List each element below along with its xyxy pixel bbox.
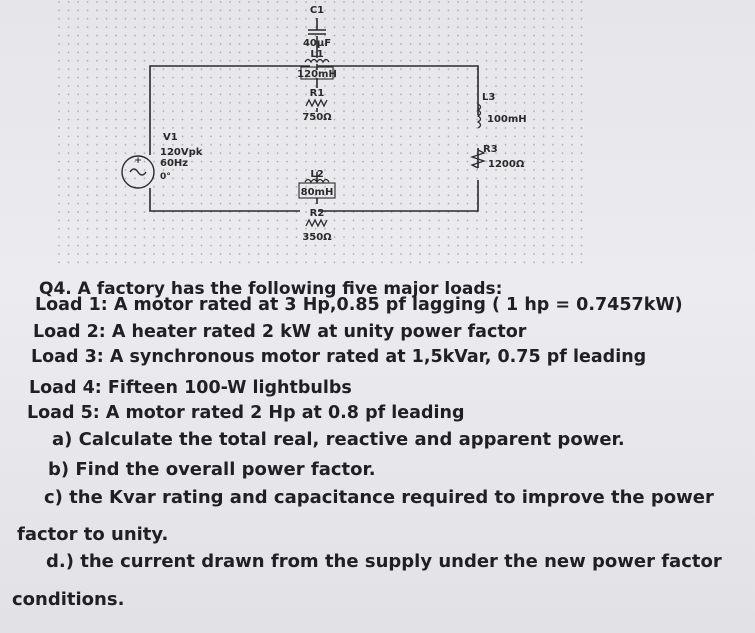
source-phase: 0° bbox=[160, 172, 171, 182]
resistor-r3-symbol bbox=[469, 149, 487, 169]
part-d-line-1: d.) the current drawn from the supply un… bbox=[46, 551, 722, 572]
capacitor-c1-symbol bbox=[308, 29, 326, 35]
l1-value: 120mH bbox=[297, 69, 337, 80]
part-a: a) Calculate the total real, reactive an… bbox=[52, 429, 625, 450]
question-heading: Q4. A factory has the following five maj… bbox=[39, 279, 503, 299]
circuit-schematic: + C1 40µF L1 120mH R1 750Ω L2 80mH R2 35… bbox=[55, 0, 590, 268]
source-frequency: 60Hz bbox=[160, 158, 188, 169]
l2-value-box bbox=[298, 182, 336, 199]
load-5: Load 5: A motor rated 2 Hp at 0.8 pf lea… bbox=[27, 403, 465, 423]
circuit-wires bbox=[149, 18, 479, 212]
r2-value: 350Ω bbox=[302, 232, 332, 243]
r3-value: 1200Ω bbox=[488, 159, 525, 170]
ac-source-symbol bbox=[121, 155, 155, 189]
resistor-r1-symbol bbox=[305, 98, 328, 108]
r2-name: R2 bbox=[310, 208, 325, 219]
resistor-r2-symbol bbox=[305, 218, 328, 228]
l1-name: L1 bbox=[310, 49, 323, 60]
source-plus-sign: + bbox=[134, 156, 142, 166]
l2-name: L2 bbox=[310, 169, 323, 180]
source-name: V1 bbox=[163, 132, 178, 143]
load-2: Load 2: A heater rated 2 kW at unity pow… bbox=[33, 322, 527, 342]
l3-name: L3 bbox=[482, 92, 495, 103]
c1-value: 40µF bbox=[303, 38, 331, 49]
part-b: b) Find the overall power factor. bbox=[48, 459, 376, 480]
l1-value-box bbox=[300, 66, 334, 80]
part-c-line-2: factor to unity. bbox=[17, 524, 169, 545]
inductor-l1-symbol bbox=[304, 58, 330, 64]
r1-value: 750Ω bbox=[302, 112, 332, 123]
c1-name: C1 bbox=[310, 5, 324, 16]
l3-value: 100mH bbox=[487, 114, 527, 125]
source-amplitude: 120Vpk bbox=[160, 147, 203, 158]
part-c-line-1: c) the Kvar rating and capacitance requi… bbox=[44, 487, 714, 508]
load-1: Load 1: A motor rated at 3 Hp,0.85 pf la… bbox=[35, 295, 683, 315]
part-d-line-2: conditions. bbox=[12, 589, 125, 610]
r1-name: R1 bbox=[310, 88, 325, 99]
load-3: Load 3: A synchronous motor rated at 1,5… bbox=[31, 347, 647, 367]
l2-value: 80mH bbox=[301, 187, 334, 198]
inductor-l2-symbol bbox=[304, 178, 330, 184]
inductor-l3-symbol bbox=[476, 103, 482, 129]
load-4: Load 4: Fifteen 100-W lightbulbs bbox=[29, 378, 352, 398]
r3-name: R3 bbox=[483, 144, 498, 155]
